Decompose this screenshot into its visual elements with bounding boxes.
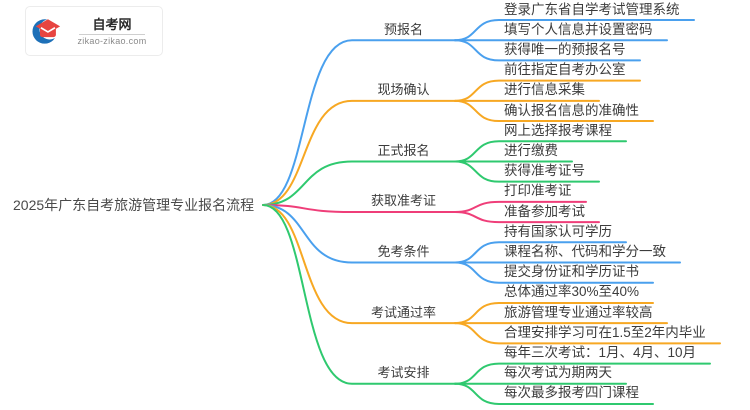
connector-path [454, 160, 600, 183]
child-label: 课程名称、代码和学分一致 [504, 244, 666, 260]
connector-path [262, 204, 456, 264]
child-label: 获得唯一的预报名号 [504, 41, 626, 57]
child-label: 合理安排学习可在1.5至2年内毕业 [504, 324, 706, 340]
connector-path [262, 99, 456, 206]
site-name: 自考网 [92, 16, 132, 32]
child-label: 每年三次考试：1月、4月、10月 [504, 345, 697, 361]
child-label: 前往指定自考办公室 [504, 62, 626, 78]
connector-path [262, 204, 456, 385]
connector-path [454, 261, 654, 284]
branch-label-0: 预报名 [383, 21, 423, 37]
connector-path [454, 99, 654, 123]
branch-label-4: 免考条件 [377, 244, 430, 260]
child-label: 填写个人信息并设置密码 [504, 21, 653, 37]
branch-label-5: 考试通过率 [370, 304, 436, 320]
connector-path [454, 210, 600, 224]
child-label: 每次最多报考四门课程 [504, 385, 639, 401]
branch-label-6: 考试安排 [377, 365, 430, 381]
connector-path [262, 160, 456, 206]
logo-divider [79, 33, 145, 35]
child-label: 获得准考证号 [504, 163, 585, 179]
branch-label-3: 获取准考证 [370, 193, 436, 209]
child-label: 每次考试为期两天 [504, 365, 612, 381]
child-label: 持有国家认可学历 [504, 223, 612, 239]
child-label: 打印准考证 [504, 183, 572, 199]
connector-path [454, 322, 721, 345]
connector-path [262, 204, 456, 213]
child-label: 确认报名信息的准确性 [504, 102, 639, 118]
child-label: 旅游管理专业通过率较高 [504, 304, 653, 320]
connector-path [262, 39, 456, 206]
connector-path [262, 204, 456, 325]
branch-label-1: 现场确认 [377, 82, 430, 98]
connector-path [454, 382, 654, 405]
child-label: 进行信息采集 [504, 82, 585, 98]
graduation-cap-icon [32, 19, 61, 44]
connector-path [454, 39, 641, 62]
child-label: 网上选择报考课程 [504, 122, 612, 138]
branch-label-2: 正式报名 [377, 142, 430, 158]
site-domain: zikao-zikao.com [77, 35, 147, 46]
child-label: 进行缴费 [504, 142, 558, 158]
child-label: 登录广东省自学考试管理系统 [504, 1, 680, 17]
site-logo[interactable]: 自考网 zikao-zikao.com [25, 6, 163, 56]
logo-text-block: 自考网 zikao-zikao.com [68, 17, 156, 46]
root-topic: 2025年广东自考旅游管理专业报名流程 [13, 197, 255, 213]
child-label: 提交身份证和学历证书 [504, 264, 639, 280]
child-label: 总体通过率30%至40% [504, 284, 640, 300]
child-label: 准备参加考试 [504, 203, 585, 219]
